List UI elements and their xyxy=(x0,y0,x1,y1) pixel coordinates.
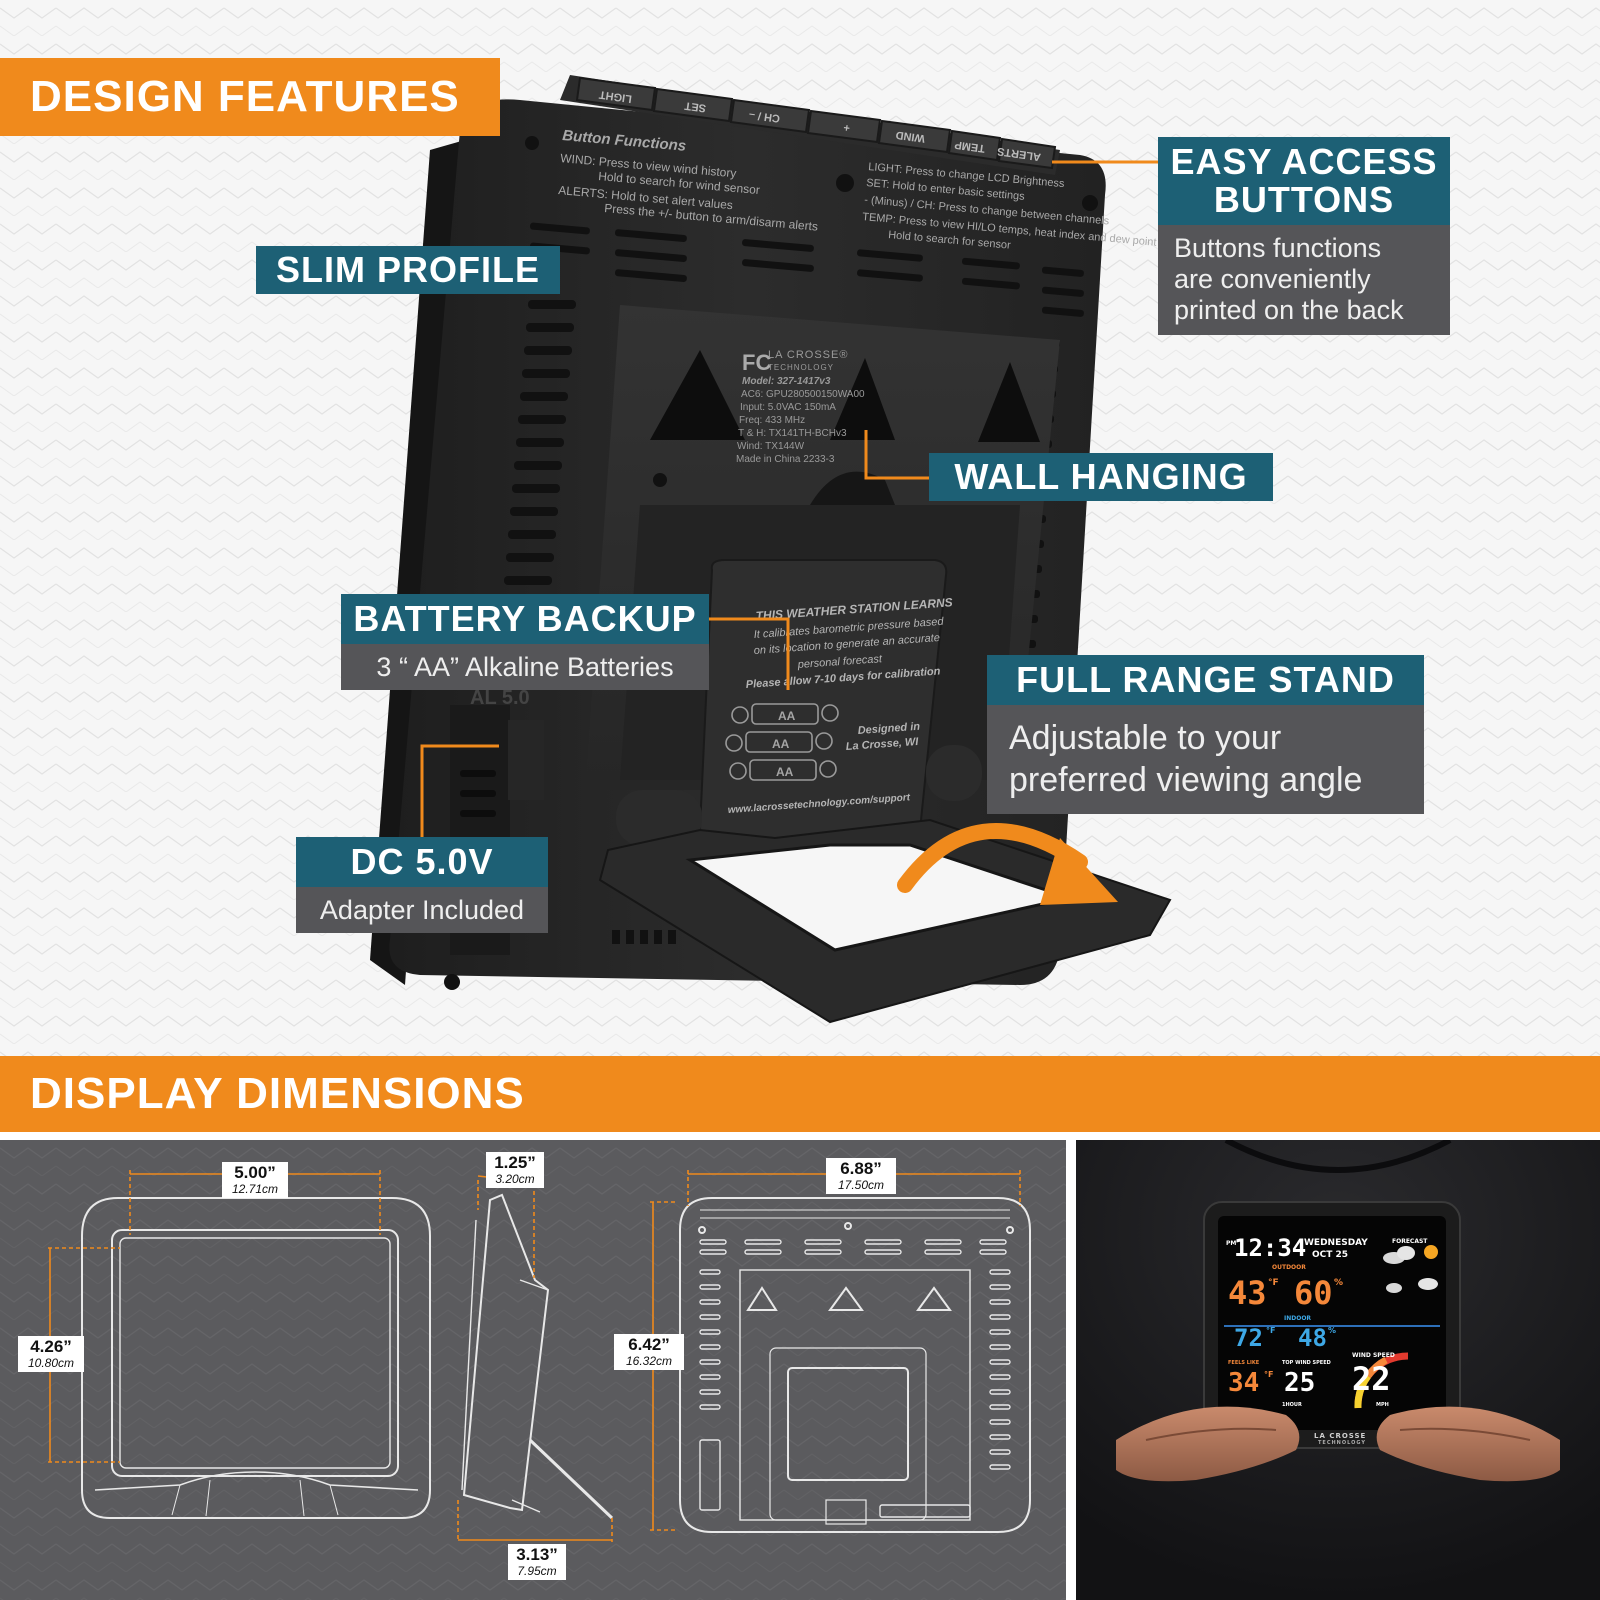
button-label-wind: WIND xyxy=(895,128,926,144)
battery-label-3: AA xyxy=(776,765,794,779)
svg-text:AC6: GPU280500150WA00: AC6: GPU280500150WA00 xyxy=(741,389,865,400)
button-label-set: SET xyxy=(684,99,707,114)
svg-text:Made in China 2233-3: Made in China 2233-3 xyxy=(736,454,835,465)
dc-power-description: Adapter Included xyxy=(296,887,548,933)
battery-label-2: AA xyxy=(772,737,790,751)
wall-hanging-keyholes xyxy=(650,350,1040,442)
weather-station-back-illustration: LIGHT SET CH / – + WIND TEMP ALERTS Butt… xyxy=(370,75,1172,1024)
device-brand: LA CROSSE xyxy=(1314,1432,1367,1440)
lcd-feels-like: 34 xyxy=(1228,1368,1260,1398)
easy-access-desc-line2: are conveniently xyxy=(1174,264,1371,294)
device-brand-sub: TECHNOLOGY xyxy=(1318,1440,1366,1446)
battery-backup-title: BATTERY BACKUP xyxy=(341,594,709,644)
vent-slots xyxy=(530,222,1084,317)
dimension-line-drawings xyxy=(0,1140,1066,1600)
svg-text:Wind: TX144W: Wind: TX144W xyxy=(737,441,805,452)
stand-rotation-arrow xyxy=(897,823,1088,893)
battery-label-1: AA xyxy=(778,709,796,723)
lcd-feels-like-unit: °F xyxy=(1264,1370,1274,1379)
easy-access-description: Buttons functions are conveniently print… xyxy=(1158,225,1450,335)
lcd-outdoor-humidity: 60 xyxy=(1294,1274,1333,1312)
lcd-feels-like-label: FEELS LIKE xyxy=(1228,1360,1260,1366)
height-dimension-label: 4.26”10.80cm xyxy=(18,1336,84,1372)
lcd-top-wind: 25 xyxy=(1284,1368,1316,1398)
lcd-forecast-label: FORECAST xyxy=(1392,1238,1428,1245)
side-label: AL 5.0 xyxy=(470,687,530,709)
top-buttons xyxy=(575,76,1057,170)
lcd-wind-speed: 22 xyxy=(1352,1360,1391,1398)
easy-access-title-line2: BUTTONS xyxy=(1213,179,1395,220)
dimensions-section: 5.00”12.71cm 4.26”10.80cm 1.25”3.20cm 3.… xyxy=(0,1132,1600,1600)
lcd-indoor-humidity: 48 xyxy=(1298,1324,1327,1352)
battery-diagram xyxy=(725,703,839,781)
lcd-indoor-unit: °F xyxy=(1266,1326,1276,1335)
lcd-wind-unit: MPH xyxy=(1376,1402,1389,1408)
svg-text:Input: 5.0VAC 150mA: Input: 5.0VAC 150mA xyxy=(740,402,836,413)
photo-illustration xyxy=(1076,1140,1600,1600)
svg-text:Freq: 433 MHz: Freq: 433 MHz xyxy=(739,415,805,426)
design-features-section: LIGHT SET CH / – + WIND TEMP ALERTS Butt… xyxy=(0,0,1600,1056)
design-features-title: DESIGN FEATURES xyxy=(0,58,500,136)
svg-text:T & H: TX141TH-BCHv3: T & H: TX141TH-BCHv3 xyxy=(738,428,847,439)
lcd-outdoor-humidity-unit: % xyxy=(1334,1278,1344,1288)
display-dimensions-title: DISPLAY DIMENSIONS xyxy=(0,1056,1600,1132)
svg-text:Designed in: Designed in xyxy=(857,721,920,737)
lcd-indoor-temp: 72 xyxy=(1234,1324,1263,1352)
lcd-outdoor-unit: °F xyxy=(1268,1278,1279,1288)
svg-text:TECHNOLOGY: TECHNOLOGY xyxy=(768,363,834,372)
button-label-plus: + xyxy=(843,121,851,134)
lcd-pm: PM xyxy=(1226,1240,1237,1247)
back-view-drawing xyxy=(679,1197,1031,1533)
slim-profile-title: SLIM PROFILE xyxy=(256,246,560,294)
lcd-indoor-label: INDOOR xyxy=(1284,1315,1312,1322)
stand-depth-dimension-label: 3.13”7.95cm xyxy=(508,1544,566,1580)
full-range-stand-description: Adjustable to your preferred viewing ang… xyxy=(987,705,1424,814)
svg-text:Model: 327-1417v3: Model: 327-1417v3 xyxy=(742,376,831,387)
lcd-indoor-humidity-unit: % xyxy=(1328,1326,1337,1335)
easy-access-desc-line1: Buttons functions xyxy=(1174,233,1382,263)
lcd-outdoor-label: OUTDOOR xyxy=(1272,1264,1306,1271)
overall-height-dimension-label: 6.42”16.32cm xyxy=(614,1334,684,1370)
easy-access-title-line1: EASY ACCESS xyxy=(1170,141,1438,182)
front-view-drawing xyxy=(81,1197,431,1519)
lcd-time: 12:34 xyxy=(1234,1234,1307,1262)
depth-dimension-label: 1.25”3.20cm xyxy=(486,1152,544,1188)
regulatory-label: FC LA CROSSE® TECHNOLOGY Model: 327-1417… xyxy=(736,349,865,465)
back-view-vents xyxy=(699,1239,1011,1518)
lcd-wind-label: WIND SPEED xyxy=(1352,1352,1395,1359)
width-dimension-label: 5.00”12.71cm xyxy=(222,1162,288,1198)
dimension-drawings-panel: 5.00”12.71cm 4.26”10.80cm 1.25”3.20cm 3.… xyxy=(0,1140,1066,1600)
easy-access-desc-line3: printed on the back xyxy=(1174,295,1404,325)
svg-text:La Crosse, WI: La Crosse, WI xyxy=(845,736,919,753)
button-label-temp: TEMP xyxy=(954,138,986,154)
svg-text:FC: FC xyxy=(742,350,771,375)
lcd-day: WEDNESDAY xyxy=(1304,1238,1368,1248)
lcd-date: OCT 25 xyxy=(1312,1250,1349,1260)
full-range-stand-title: FULL RANGE STAND xyxy=(987,655,1424,705)
lcd-top-wind-sub: 1HOUR xyxy=(1282,1402,1302,1408)
button-label-light: LIGHT xyxy=(598,88,633,105)
battery-backup-description: 3 “ AA” Alkaline Batteries xyxy=(341,644,709,690)
lcd-top-wind-label: TOP WIND SPEED xyxy=(1282,1360,1331,1366)
svg-text:LA CROSSE®: LA CROSSE® xyxy=(768,349,848,361)
hands-holding-display-photo: PM 12:34 WEDNESDAY OCT 25 FORECAST OUTDO… xyxy=(1076,1140,1600,1600)
callout-leader-lines xyxy=(420,160,1158,837)
overall-width-dimension-label: 6.88”17.50cm xyxy=(826,1158,896,1194)
dc-power-title: DC 5.0V xyxy=(296,837,548,887)
side-view-drawing xyxy=(461,1193,614,1520)
button-label-ch: CH / – xyxy=(748,108,781,124)
lcd-outdoor-temp: 43 xyxy=(1228,1274,1267,1312)
wall-hanging-title: WALL HANGING xyxy=(929,453,1273,501)
stand-desc-line1: Adjustable to your xyxy=(1009,719,1282,757)
easy-access-title: EASY ACCESS BUTTONS xyxy=(1158,137,1450,225)
stand-desc-line2: preferred viewing angle xyxy=(1009,761,1363,799)
